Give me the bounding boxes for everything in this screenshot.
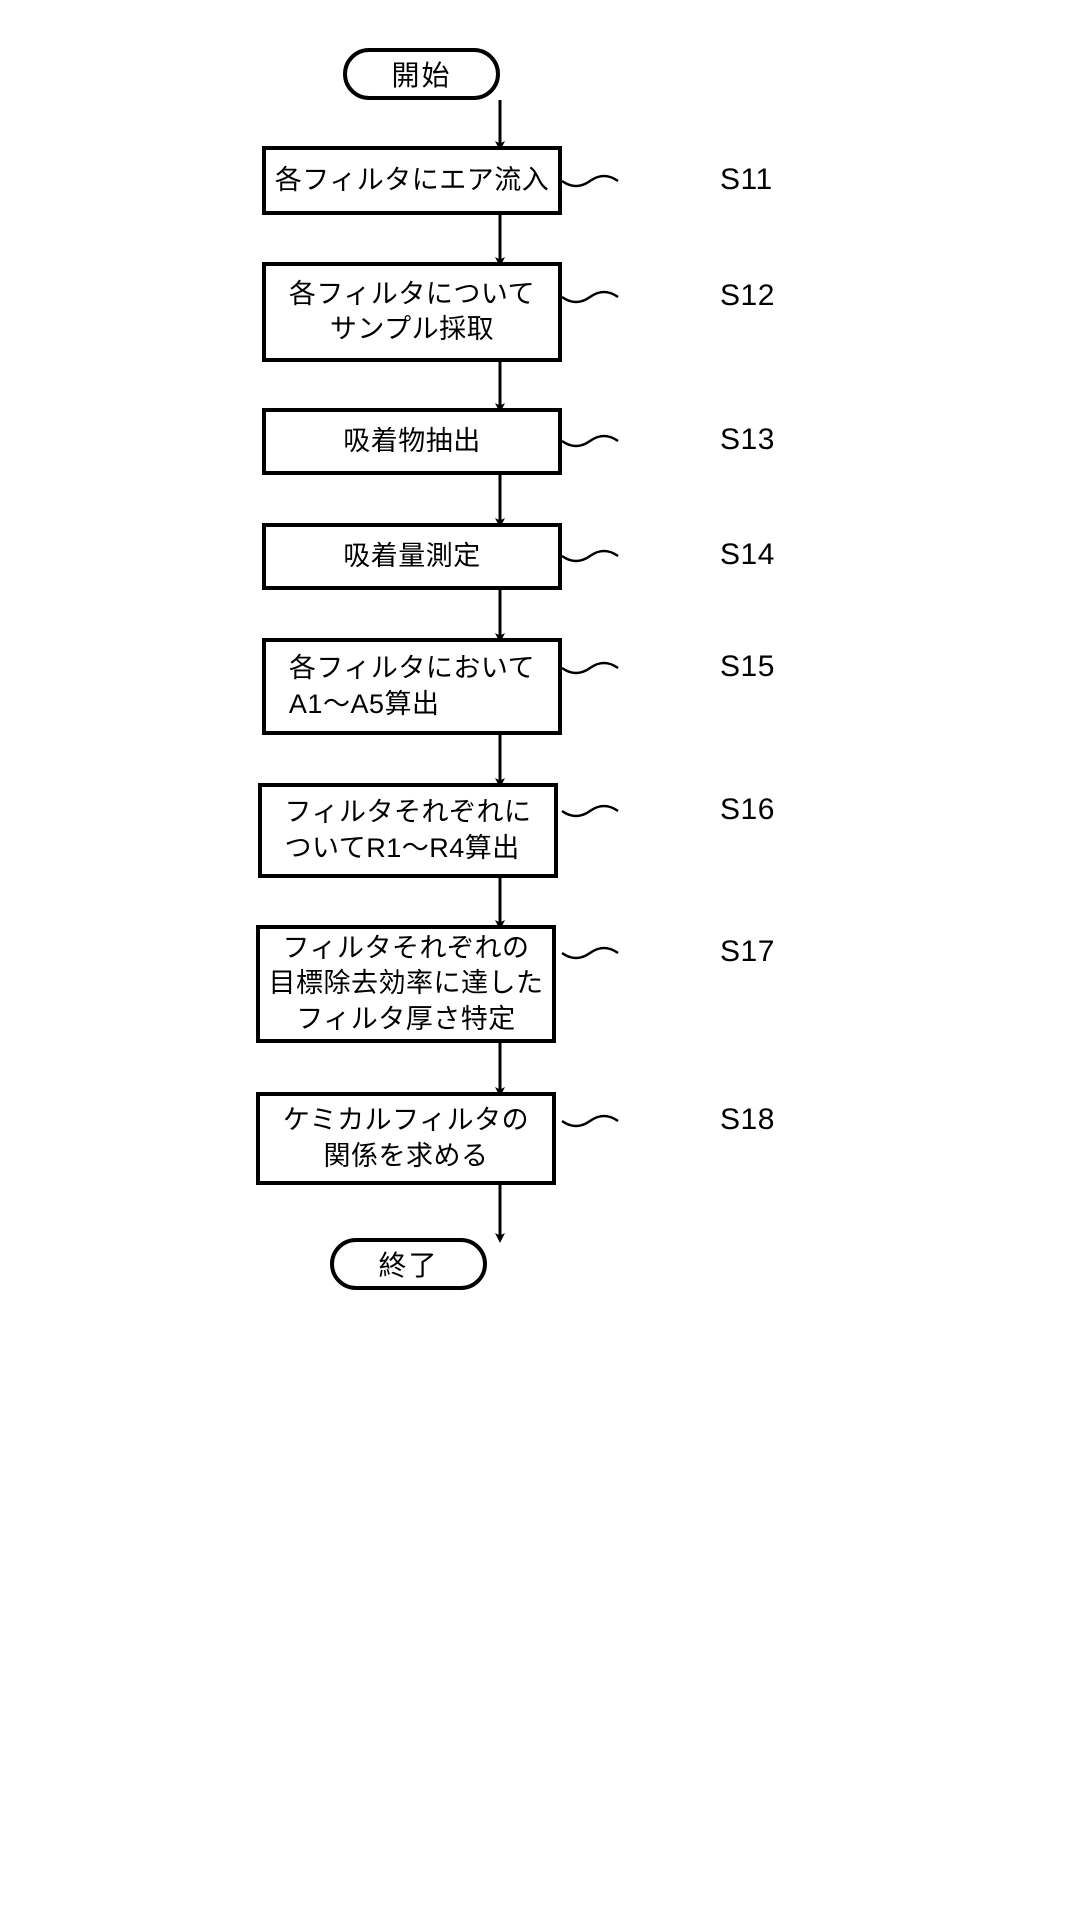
step-label-s15: S15: [720, 650, 775, 683]
process-node-s11-text: 各フィルタにエア流入: [274, 164, 550, 195]
process-node-s16: フィルタそれぞれに ついてR1〜R4算出: [258, 783, 558, 878]
process-node-s16-text: フィルタそれぞれに ついてR1〜R4算出: [284, 797, 532, 863]
step-label-s17: S17: [720, 935, 775, 968]
end-node-label: 終了: [378, 1250, 439, 1281]
step-label-s18: S18: [720, 1103, 775, 1136]
start-node-label: 開始: [391, 60, 452, 91]
leader-s18: [561, 1114, 619, 1128]
end-node: 終了: [330, 1238, 487, 1290]
process-node-s17: フィルタそれぞれの 目標除去効率に達した フィルタ厚さ特定: [256, 925, 556, 1043]
leader-s16: [561, 804, 619, 818]
start-node: 開始: [343, 48, 500, 100]
process-node-s14-text: 吸着量測定: [343, 540, 481, 571]
process-node-s18-text: ケミカルフィルタの 関係を求める: [282, 1105, 530, 1171]
process-node-s15: 各フィルタにおいて A1〜A5算出: [262, 638, 562, 735]
step-label-s16: S16: [720, 793, 775, 826]
leader-s14: [561, 549, 619, 563]
process-node-s12-text: 各フィルタについて サンプル採取: [288, 278, 536, 344]
leader-s13: [561, 434, 619, 448]
leader-s15: [561, 661, 619, 675]
leader-s11: [561, 174, 619, 188]
process-node-s11: 各フィルタにエア流入: [262, 146, 562, 215]
step-label-s13: S13: [720, 423, 775, 456]
process-node-s17-text: フィルタそれぞれの 目標除去効率に達した フィルタ厚さ特定: [268, 933, 544, 1034]
leader-s12: [561, 290, 619, 304]
process-node-s13: 吸着物抽出: [262, 408, 562, 475]
process-node-s14: 吸着量測定: [262, 523, 562, 590]
process-node-s12: 各フィルタについて サンプル採取: [262, 262, 562, 362]
step-label-s14: S14: [720, 538, 775, 571]
step-label-s12: S12: [720, 279, 775, 312]
process-node-s18: ケミカルフィルタの 関係を求める: [256, 1092, 556, 1185]
leader-s17: [561, 946, 619, 960]
process-node-s13-text: 吸着物抽出: [343, 425, 481, 456]
process-node-s15-text: 各フィルタにおいて A1〜A5算出: [288, 653, 536, 719]
step-label-s11: S11: [720, 163, 773, 196]
